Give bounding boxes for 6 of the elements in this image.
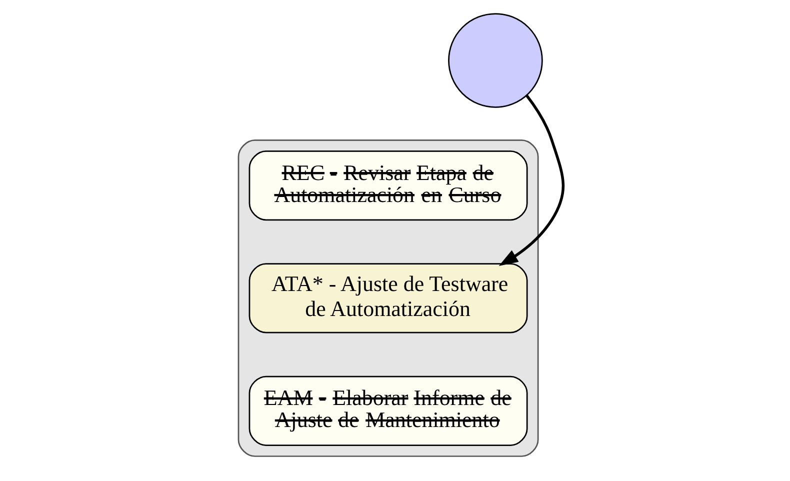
node-circle: [448, 13, 542, 108]
node-box: ATA* - Ajuste de Testware de Automatización: [248, 263, 528, 334]
cluster: [237, 140, 538, 457]
node-box: EAM - Elaborar Informe de Ajuste de Mantenimiento: [248, 376, 528, 446]
arrow: [498, 94, 564, 266]
node-box: REC - Revisar Etapa de Automatización en Curso: [248, 150, 528, 221]
